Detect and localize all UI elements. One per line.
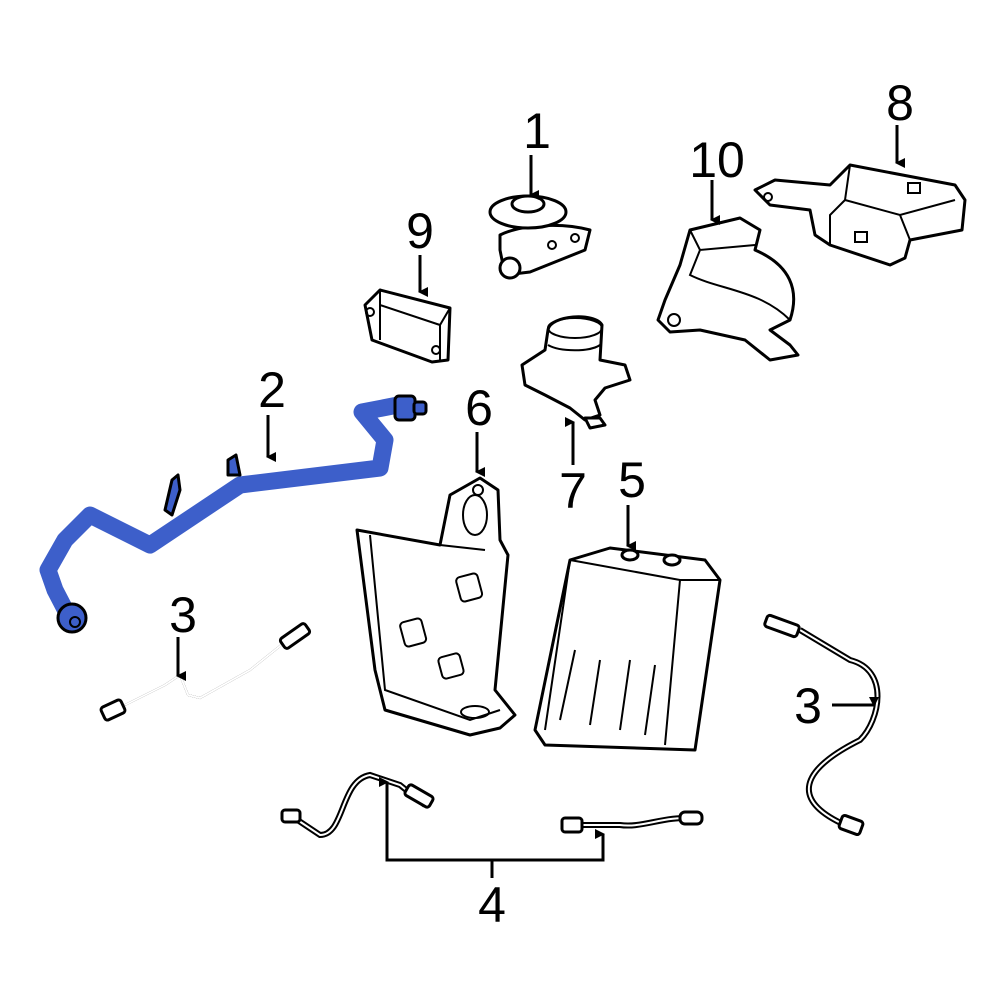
callout-arrows xyxy=(176,125,905,878)
callout-5: 5 xyxy=(618,452,646,508)
callout-10: 10 xyxy=(689,132,745,188)
callout-9: 9 xyxy=(406,203,434,259)
callout-6: 6 xyxy=(465,380,493,436)
part-7-purge-valve[interactable] xyxy=(520,315,632,430)
callout-4: 4 xyxy=(478,877,506,933)
part-3-sensor-left[interactable] xyxy=(99,622,312,722)
part-6-bracket[interactable] xyxy=(355,476,517,737)
callout-8: 8 xyxy=(886,75,914,131)
part-4-sensors[interactable] xyxy=(280,771,704,839)
callout-2: 2 xyxy=(258,362,286,418)
callout-3-right: 3 xyxy=(794,678,822,734)
callout-7: 7 xyxy=(559,463,587,519)
part-10-solenoid[interactable] xyxy=(656,216,800,362)
part-3-sensor-right[interactable] xyxy=(763,613,881,836)
hose-body xyxy=(39,396,407,624)
part-2-hose[interactable] xyxy=(39,394,428,634)
part-8-bracket[interactable] xyxy=(753,163,967,267)
part-9-module[interactable] xyxy=(363,288,452,364)
part-5-canister[interactable] xyxy=(533,546,722,752)
callout-3-left: 3 xyxy=(169,587,197,643)
callout-1: 1 xyxy=(523,103,551,159)
part-1-egr-valve[interactable] xyxy=(488,194,592,280)
